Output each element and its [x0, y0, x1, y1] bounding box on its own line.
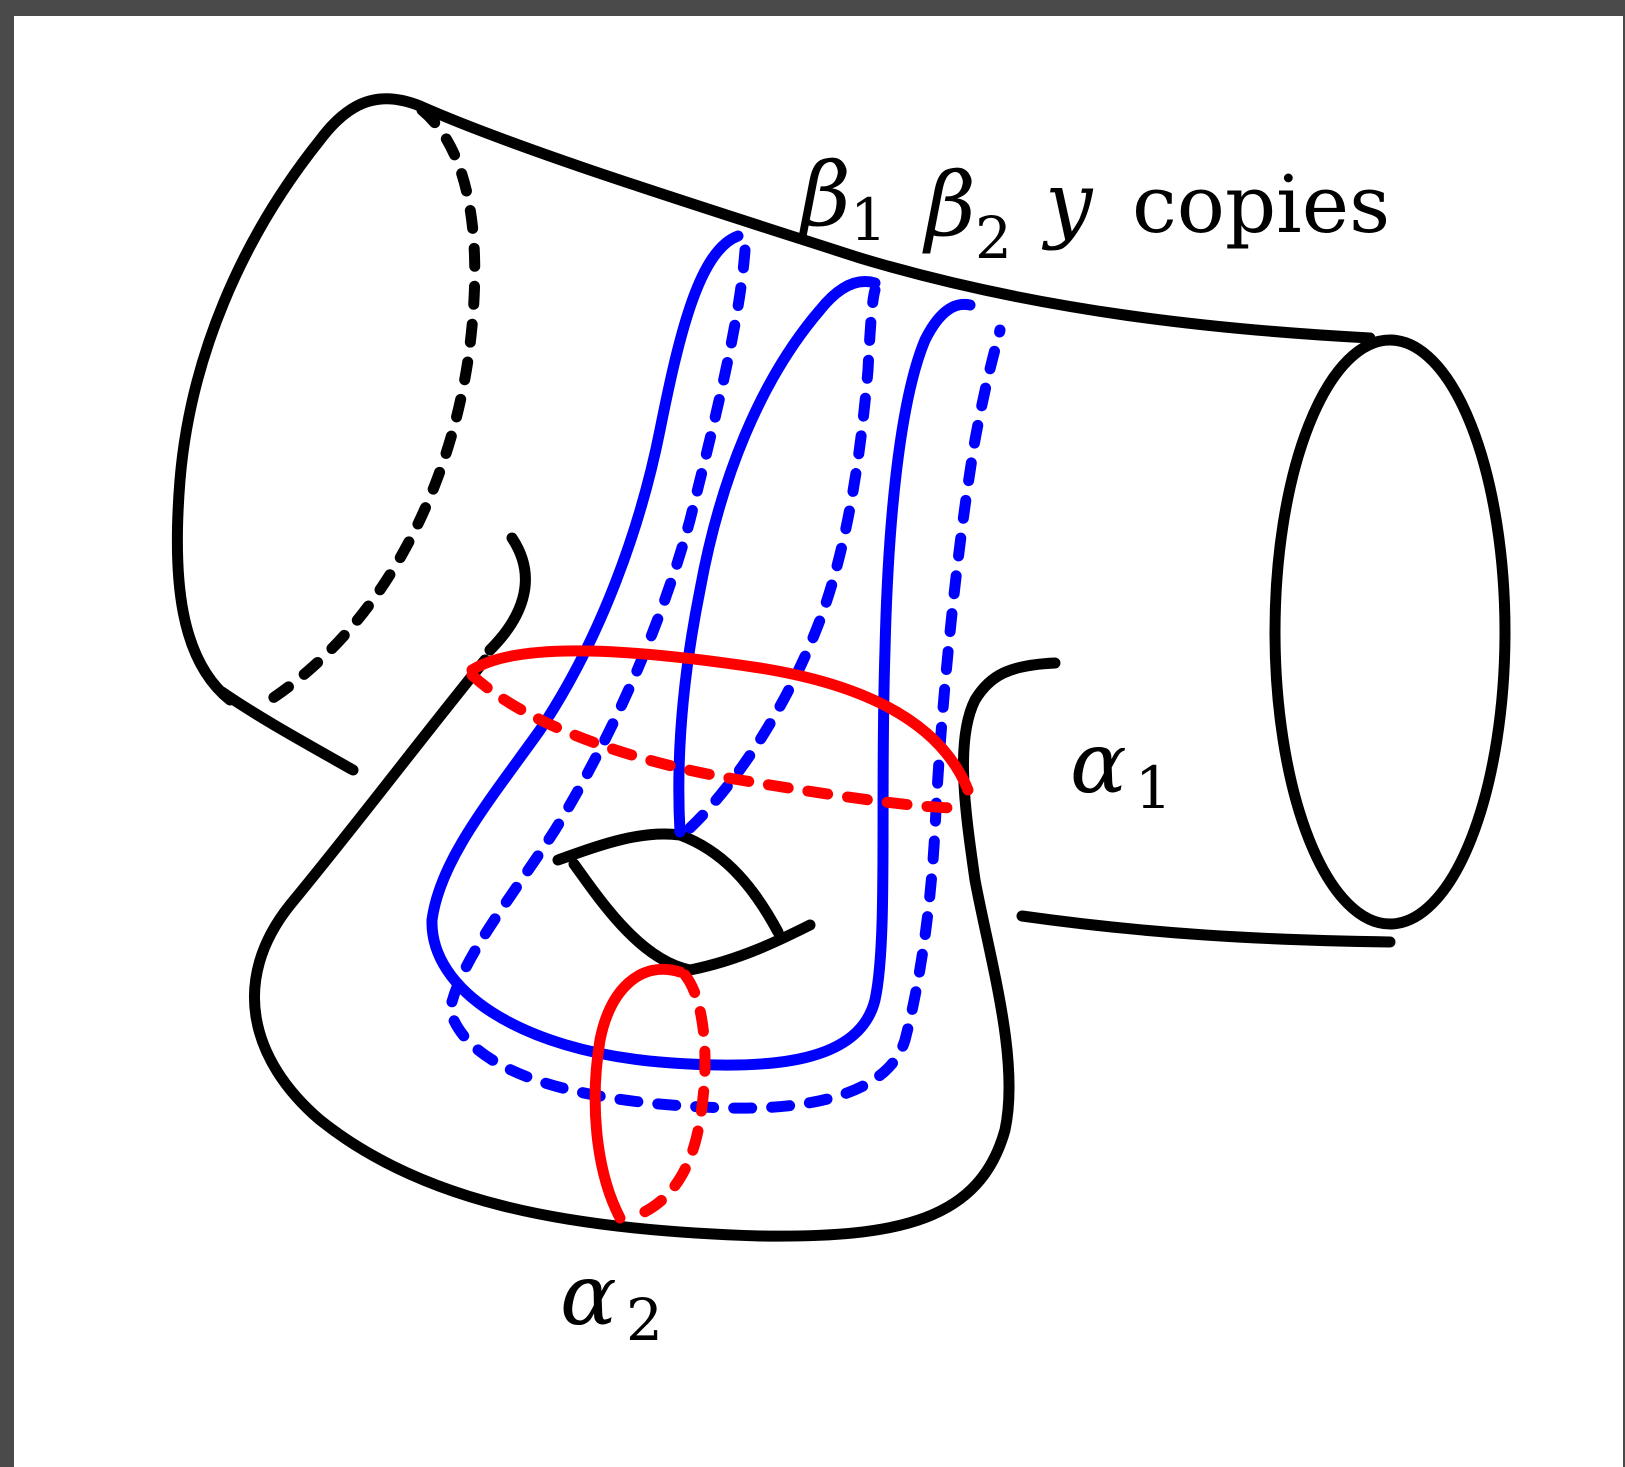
alpha2-symbol: α: [560, 1246, 617, 1344]
beta1-subscript: 1: [850, 186, 887, 254]
beta-curves: [432, 236, 1000, 1108]
alpha2-subscript: 2: [626, 1286, 663, 1354]
surface-outline: [177, 99, 1505, 1236]
y-label: y: [1041, 154, 1094, 252]
beta-inner-front: [679, 281, 875, 832]
left-cap-outer: [177, 99, 420, 700]
tube-right-lower-edge: [1022, 916, 1390, 942]
crotch-left: [490, 538, 525, 650]
right-cap-ellipse: [1275, 340, 1505, 924]
copies-label: copies: [1132, 158, 1390, 251]
beta2-symbol: β: [922, 153, 976, 256]
beta1-symbol: β: [797, 143, 851, 246]
alpha2-front: [595, 969, 680, 1218]
tube-left-lower-edge: [222, 692, 353, 770]
beta2-subscript: 2: [975, 204, 1012, 272]
alpha1-symbol: α: [1070, 714, 1127, 812]
alpha1-subscript: 1: [1135, 754, 1172, 822]
alpha2-back: [630, 975, 705, 1218]
left-cap-hidden: [270, 110, 475, 700]
alpha-curves: [472, 651, 968, 1218]
